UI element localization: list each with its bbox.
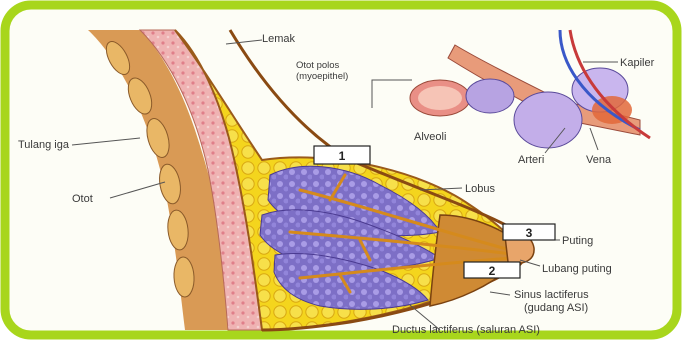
label-ductus-lactiferus: Ductus lactiferus (saluran ASI) (392, 324, 540, 336)
label-gudang-asi: (gudang ASI) (524, 302, 588, 314)
label-lemak: Lemak (262, 33, 296, 45)
label-alveoli: Alveoli (414, 131, 446, 143)
label-otot-polos: Otot polos (296, 60, 340, 71)
number-3: 3 (526, 226, 533, 240)
label-kapiler: Kapiler (620, 57, 655, 69)
label-puting: Puting (562, 235, 593, 247)
number-box-1: 1 (314, 146, 370, 164)
label-vena: Vena (586, 154, 612, 166)
label-lobus: Lobus (465, 183, 495, 195)
label-lubang-puting: Lubang puting (542, 263, 612, 275)
label-myoepithel: (myoepithel) (296, 71, 348, 82)
number-2: 2 (489, 264, 496, 278)
label-tulang-iga: Tulang iga (18, 139, 70, 151)
label-sinus-lactiferus: Sinus lactiferus (514, 289, 589, 301)
label-otot: Otot (72, 193, 93, 205)
number-box-2: 2 (464, 262, 520, 278)
number-1: 1 (339, 149, 346, 163)
label-arteri: Arteri (518, 154, 544, 166)
number-box-3: 3 (503, 224, 555, 240)
